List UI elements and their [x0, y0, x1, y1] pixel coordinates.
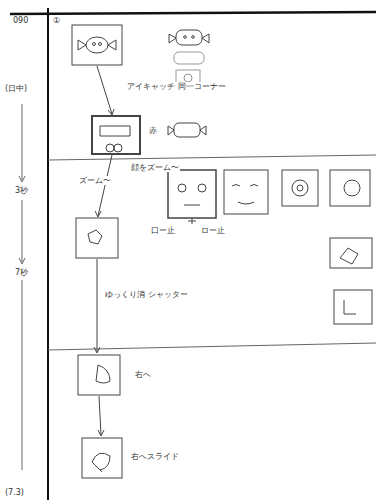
- sketch-note: 赤: [148, 126, 158, 135]
- sketch-note: 090: [12, 16, 29, 25]
- sketch-note: ロー止: [200, 226, 226, 235]
- sketch-note: 3秒: [14, 186, 29, 195]
- sketch-note: 顔をズーム〜: [130, 163, 180, 172]
- sketch-note: ゆっくり消 シャッター: [104, 290, 189, 299]
- sketch-note: 右へスライド: [130, 452, 180, 461]
- sketch-note: ①: [52, 16, 61, 25]
- sketch-note: ズーム〜: [78, 176, 112, 185]
- sketch-note: (日中): [4, 84, 28, 93]
- sketch-note: アイキャッチ 同一コーナー: [126, 82, 227, 91]
- sketch-note: 右へ: [134, 370, 152, 379]
- sketch-note: 口ー止: [150, 226, 176, 235]
- sketch-note: (7.3): [4, 488, 25, 497]
- sketch-note: 7秒: [14, 268, 29, 277]
